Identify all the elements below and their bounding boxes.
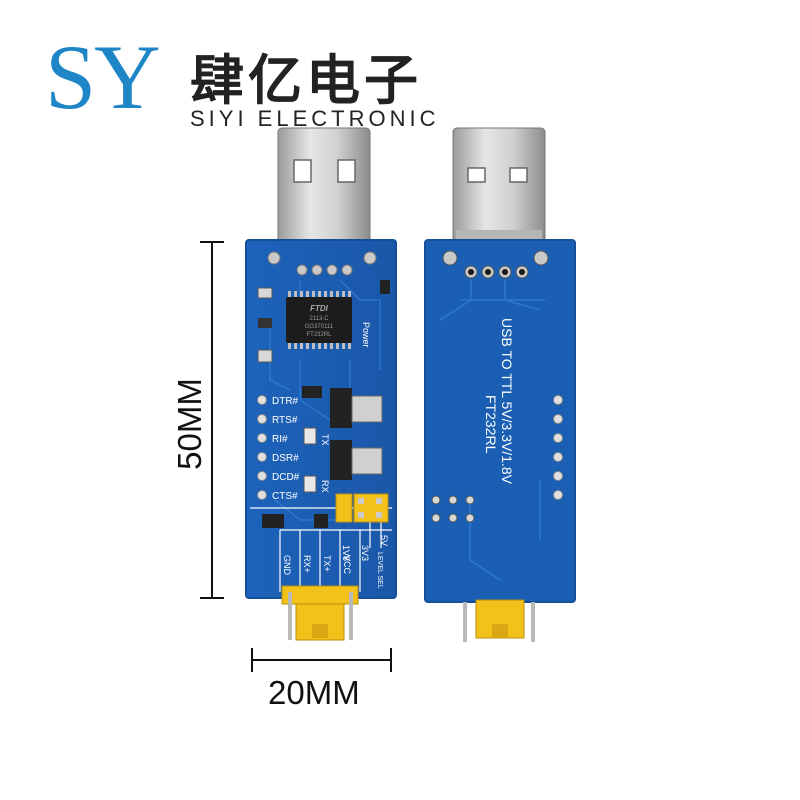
back-header-connector [463,599,535,642]
pin-label-ri: RI# [272,434,288,445]
pin-label-gnd: GND [282,555,292,576]
side-pin-pads [257,395,267,500]
pin-label-rts: RTS# [272,415,298,426]
chip-line-2: GG370111 [305,324,334,330]
logo-chinese-name: 肆亿电子 [190,49,422,112]
voltage-regulators [302,386,383,480]
chip-line-1: 2113-C [309,316,329,322]
front-header-connector [281,585,359,641]
front-board: FTDI 2113-C GG370111 FT232RL Power TX RX… [245,127,397,641]
chip-model: FT232RL [306,332,332,338]
level-sel-label: LEVEL SEL [376,552,383,589]
logo-mark: SY [45,26,161,128]
back-side-pads [553,395,563,500]
back-description-label: USB TO TTL 5V/3.3V/1.8V [499,318,515,485]
tx-led [303,427,317,445]
pin-label-vcc: VCC [342,555,352,575]
voltage-option-3v3: 3V3 [360,545,370,561]
brand-logo: SY 肆亿电子 SIYI ELECTRONIC [45,26,445,138]
rx-label: RX [320,480,330,493]
pin-label-dtr: DTR# [272,396,299,407]
voltage-option-5v: 5V [379,535,389,546]
width-dimension-label: 20MM [268,674,360,711]
level-select-jumper [335,493,389,523]
rx-led [303,475,317,493]
ftdi-chip: FTDI 2113-C GG370111 FT232RL [286,291,352,349]
power-label: Power [361,322,371,348]
pin-label-rx-plus: RX+ [302,555,312,573]
tx-label: TX [320,434,330,446]
width-dimension-line [251,648,392,672]
back-usb-plug [452,127,546,249]
logo-english-name: SIYI ELECTRONIC [190,106,440,131]
back-model-label: FT232RL [483,395,499,454]
chip-brand: FTDI [310,304,329,313]
height-dimension-line [200,241,224,599]
pin-label-cts: CTS# [272,491,298,502]
pin-label-tx-plus: TX+ [322,555,332,572]
back-board: FT232RL USB TO TTL 5V/3.3V/1.8V [424,127,576,642]
height-dimension-label: 50MM [171,378,208,470]
pin-label-dsr: DSR# [272,453,299,464]
pin-label-dcd: DCD# [272,472,300,483]
voltage-option-1v8: 1V8 [341,545,351,561]
